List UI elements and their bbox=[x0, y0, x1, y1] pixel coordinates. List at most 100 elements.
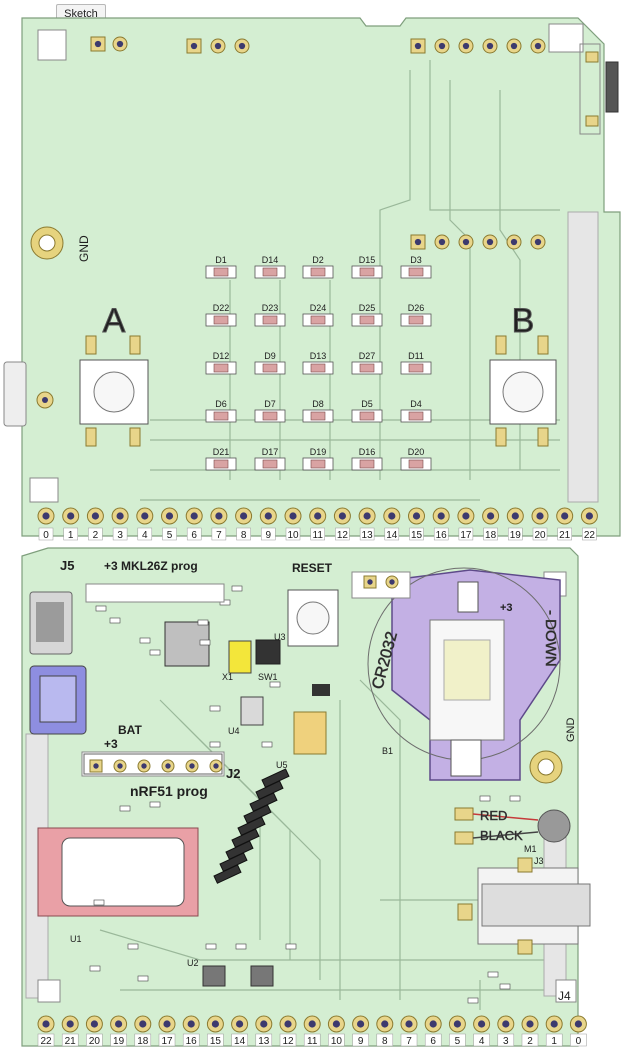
back-edge-pin: 10 bbox=[327, 1015, 345, 1047]
pin-number: 21 bbox=[65, 1036, 77, 1047]
u2-label: U2 bbox=[187, 958, 199, 968]
pin-number: 0 bbox=[576, 1036, 582, 1047]
pin-number: 19 bbox=[510, 530, 522, 541]
led-d26: D26 bbox=[400, 303, 432, 327]
front-gnd-label: GND bbox=[77, 235, 91, 262]
pin-number: 18 bbox=[485, 530, 497, 541]
led-label: D14 bbox=[262, 255, 279, 265]
u3-label: U3 bbox=[274, 632, 286, 642]
pin-number: 14 bbox=[234, 1036, 246, 1047]
back-edge-pin: 16 bbox=[182, 1015, 200, 1047]
button-a[interactable] bbox=[79, 335, 149, 447]
plus3-label: +3 bbox=[104, 737, 118, 751]
pin-number: 17 bbox=[460, 530, 472, 541]
led-d20: D20 bbox=[400, 447, 432, 471]
back-edge-pin: 4 bbox=[473, 1015, 491, 1047]
front-edge-pin: 0 bbox=[37, 507, 55, 541]
front-edge-pin: 8 bbox=[235, 507, 253, 541]
front-edge-pin: 19 bbox=[506, 507, 524, 541]
led-d21: D21 bbox=[205, 447, 237, 471]
front-edge-pin: 2 bbox=[86, 507, 104, 541]
led-d8: D8 bbox=[302, 399, 334, 423]
prog-label: +3 MKL26Z prog bbox=[104, 559, 198, 573]
pin-number: 4 bbox=[479, 1036, 485, 1047]
j3-label: J3 bbox=[534, 856, 544, 866]
pin-number: 0 bbox=[43, 530, 49, 541]
plus3-battery-label: +3 bbox=[500, 602, 513, 614]
pin-number: 20 bbox=[89, 1036, 101, 1047]
led-d23: D23 bbox=[254, 303, 286, 327]
led-label: D5 bbox=[361, 399, 373, 409]
back-board bbox=[21, 547, 591, 1047]
led-d12: D12 bbox=[205, 351, 237, 375]
pin-number: 17 bbox=[161, 1036, 173, 1047]
back-edge-pin: 20 bbox=[85, 1015, 103, 1047]
pin-number: 5 bbox=[167, 530, 173, 541]
u4-label: U4 bbox=[228, 726, 240, 736]
pin-number: 1 bbox=[68, 530, 74, 541]
led-d22: D22 bbox=[205, 303, 237, 327]
led-d19: D19 bbox=[302, 447, 334, 471]
front-edge-pin: 21 bbox=[556, 507, 574, 541]
back-edge-pin: 9 bbox=[352, 1015, 370, 1047]
front-edge-pin: 1 bbox=[62, 507, 80, 541]
led-label: D25 bbox=[359, 303, 376, 313]
led-label: D23 bbox=[262, 303, 279, 313]
led-label: D2 bbox=[312, 255, 324, 265]
led-d2: D2 bbox=[302, 255, 334, 279]
led-label: D8 bbox=[312, 399, 324, 409]
pin-number: 15 bbox=[411, 530, 423, 541]
pin-number: 1 bbox=[551, 1036, 557, 1047]
reset-label: RESET bbox=[292, 561, 333, 575]
back-edge-pin: 0 bbox=[569, 1015, 587, 1047]
back-gnd-label: GND bbox=[565, 718, 577, 743]
x1-label: X1 bbox=[222, 672, 233, 682]
back-edge-pin: 8 bbox=[376, 1015, 394, 1047]
pin-number: 3 bbox=[117, 530, 123, 541]
button-b[interactable] bbox=[489, 335, 557, 447]
led-d11: D11 bbox=[400, 351, 432, 375]
led-label: D11 bbox=[408, 351, 424, 361]
led-label: D24 bbox=[310, 303, 327, 313]
back-edge-pin: 6 bbox=[424, 1015, 442, 1047]
pin-number: 22 bbox=[40, 1036, 52, 1047]
back-edge-pin: 15 bbox=[206, 1015, 224, 1047]
pin-number: 6 bbox=[191, 530, 197, 541]
led-label: D19 bbox=[310, 447, 327, 457]
red-label: RED bbox=[480, 808, 507, 823]
led-d17: D17 bbox=[254, 447, 286, 471]
back-edge-pin: 14 bbox=[231, 1015, 249, 1047]
front-edge-pin: 11 bbox=[309, 507, 327, 541]
down-label: - DOWN bbox=[542, 610, 559, 667]
pin-number: 16 bbox=[186, 1036, 198, 1047]
pin-number: 9 bbox=[358, 1036, 364, 1047]
front-edge-pin: 22 bbox=[580, 507, 598, 541]
pin-number: 7 bbox=[406, 1036, 412, 1047]
led-label: D1 bbox=[215, 255, 227, 265]
led-label: D9 bbox=[264, 351, 276, 361]
led-label: D3 bbox=[410, 255, 422, 265]
front-edge-pin: 14 bbox=[383, 507, 401, 541]
pin-number: 5 bbox=[455, 1036, 461, 1047]
pin-number: 11 bbox=[313, 530, 324, 541]
back-edge-pin: 1 bbox=[545, 1015, 563, 1047]
pin-number: 15 bbox=[210, 1036, 222, 1047]
pin-number: 4 bbox=[142, 530, 148, 541]
front-edge-pin: 20 bbox=[531, 507, 549, 541]
j2-label: J2 bbox=[226, 766, 240, 781]
button-b-label: B bbox=[512, 302, 535, 340]
led-d6: D6 bbox=[205, 399, 237, 423]
pin-number: 13 bbox=[258, 1036, 270, 1047]
back-edge-pin: 3 bbox=[497, 1015, 515, 1047]
u1-label: U1 bbox=[70, 934, 82, 944]
j5-label: J5 bbox=[60, 558, 74, 573]
led-d25: D25 bbox=[351, 303, 383, 327]
pin-number: 18 bbox=[137, 1036, 149, 1047]
back-edge-pin: 13 bbox=[255, 1015, 273, 1047]
pin-number: 16 bbox=[436, 530, 448, 541]
front-edge-pin: 10 bbox=[284, 507, 302, 541]
back-edge-pin: 19 bbox=[110, 1015, 128, 1047]
led-d1: D1 bbox=[205, 255, 237, 279]
